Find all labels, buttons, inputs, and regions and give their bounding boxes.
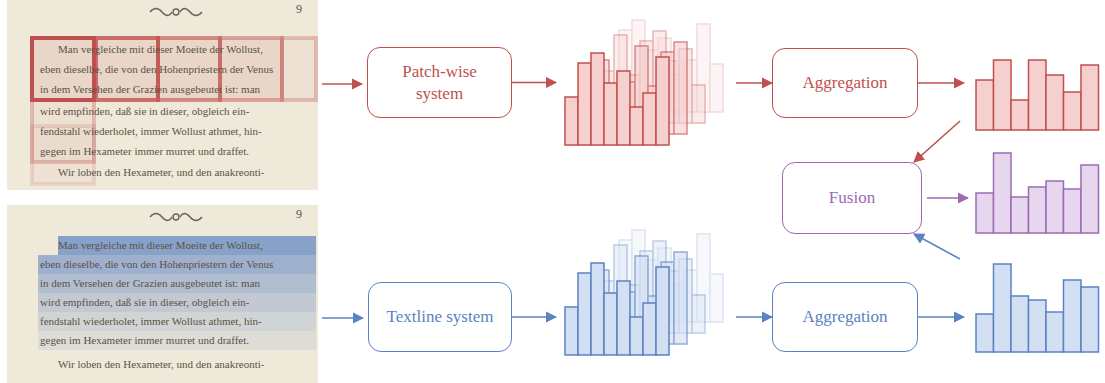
histogram-bar <box>976 314 994 352</box>
histogram-bar <box>643 93 656 145</box>
patch-windows <box>32 38 316 184</box>
process-box: Textline system <box>368 282 512 352</box>
histogram-bar <box>1029 187 1047 233</box>
histogram-bar <box>1081 65 1099 130</box>
page-text: in dem Versehen der Grazien ausgebeutet … <box>40 83 260 96</box>
page-scan <box>7 205 318 383</box>
box-label: Patch-wise system <box>384 61 496 104</box>
histogram-bar <box>1064 92 1082 130</box>
histogram-bar <box>976 80 994 130</box>
page-text: fendstahl wiederholet, immer Wollust ath… <box>40 125 262 138</box>
page-text: Wir loben den Hexameter, und den anakreo… <box>58 166 265 179</box>
histogram-bar <box>692 85 705 123</box>
histogram-bar <box>994 153 1012 233</box>
page-text: eben dieselbe, die von den Hohenpriester… <box>40 258 273 271</box>
page-number: 9 <box>296 208 302 221</box>
histogram-bar <box>565 307 578 355</box>
histogram-bar <box>674 42 687 134</box>
histogram-bar <box>630 107 643 145</box>
arrow-segment <box>918 82 964 84</box>
histogram-bar <box>565 97 578 145</box>
page-text: gegen im Hexameter immer murret und draf… <box>40 334 249 347</box>
histogram-bar <box>1081 287 1099 352</box>
arrow-segment <box>512 82 556 84</box>
histogram-bar <box>1046 75 1064 130</box>
output-arrow <box>927 197 968 199</box>
arrow-segment <box>914 234 960 259</box>
arrow-segment <box>736 316 772 318</box>
histogram-bar <box>578 63 591 145</box>
histogram-bar <box>1011 100 1029 130</box>
histogram <box>976 60 1099 130</box>
arrow-segment <box>736 82 772 84</box>
box-label: Textline system <box>387 306 494 327</box>
histograms <box>565 20 1099 355</box>
page-text: Wir loben den Hexameter, und den anakreo… <box>58 358 265 371</box>
histogram <box>976 153 1099 233</box>
box-label: Aggregation <box>803 306 888 327</box>
histogram-bar <box>1029 60 1047 130</box>
page-text: fendstahl wiederholet, immer Wollust ath… <box>40 315 262 328</box>
page-text: in dem Versehen der Grazien ausgebeutet … <box>40 277 260 290</box>
histogram <box>565 263 669 355</box>
flow-arrow <box>914 234 964 317</box>
histogram <box>565 53 669 145</box>
process-box: Aggregation <box>772 48 918 118</box>
histogram-bar <box>1046 312 1064 352</box>
histogram-bar <box>976 193 994 233</box>
histogram-bar <box>710 64 723 112</box>
histogram-bar <box>710 274 723 322</box>
histogram-bar <box>604 83 617 145</box>
box-label: Fusion <box>829 187 875 208</box>
textline-bands <box>38 236 316 350</box>
histogram-bar <box>1011 197 1029 233</box>
page-text: Man vergleiche mit dieser Moeite der Wol… <box>58 43 263 56</box>
process-box: Patch-wise system <box>367 47 512 118</box>
histogram-bar <box>643 303 656 355</box>
flow-arrow <box>512 82 772 84</box>
input-arrow <box>322 83 362 85</box>
histogram-bar <box>1064 189 1082 233</box>
box-label: Aggregation <box>803 72 888 93</box>
histogram-bar <box>1046 181 1064 233</box>
histogram-bar <box>656 57 669 145</box>
arrow-segment <box>918 316 964 318</box>
page-text: Man vergleiche mit dieser Moeite der Wol… <box>58 239 263 252</box>
histogram-bar <box>1064 280 1082 352</box>
flow-arrow <box>914 83 964 162</box>
histogram-bar <box>1081 165 1099 233</box>
histogram-bar <box>1029 300 1047 352</box>
histogram-bar <box>630 317 643 355</box>
histogram-bar <box>994 60 1012 130</box>
histogram-bar <box>617 71 630 145</box>
histogram-bar <box>617 281 630 355</box>
histogram-bar <box>1011 296 1029 352</box>
histogram-bar <box>591 53 604 145</box>
page-text: eben dieselbe, die von den Hohenpriester… <box>40 63 273 76</box>
arrow-segment <box>914 121 960 162</box>
histogram-bar <box>994 264 1012 352</box>
histogram <box>976 264 1099 352</box>
histogram-bar <box>578 273 591 355</box>
page-scan <box>7 0 318 190</box>
histogram-bar <box>604 293 617 355</box>
page-text: wird empfinden, daß sie in dieser, obgle… <box>40 296 249 309</box>
input-arrow <box>322 317 363 319</box>
histogram-bar <box>591 263 604 355</box>
page-text: wird empfinden, daß sie in dieser, obgle… <box>40 105 249 118</box>
flow-arrow <box>512 317 772 318</box>
arrow-segment <box>512 316 556 318</box>
histogram-bar <box>656 267 669 355</box>
page-text: gegen im Hexameter immer murret und draf… <box>40 145 249 158</box>
process-box: Aggregation <box>772 282 918 352</box>
histogram-bar <box>674 252 687 344</box>
process-box: Fusion <box>782 162 922 234</box>
histogram-bar <box>692 295 705 333</box>
page-number: 9 <box>296 3 302 16</box>
